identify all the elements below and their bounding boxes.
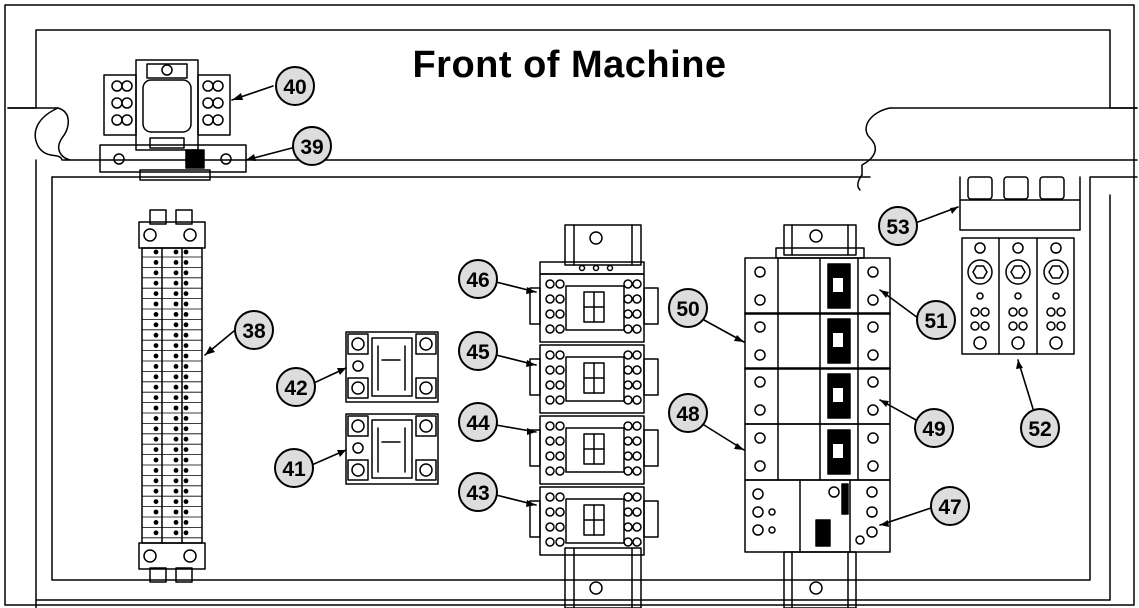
breaker-51 [744,257,891,315]
contactor-stack [529,273,659,556]
callout-label-43: 43 [466,482,489,505]
breaker-49 [744,367,891,425]
callout-51: 51 [916,300,956,340]
callout-label-44: 44 [466,412,490,435]
callout-44: 44 [458,402,498,442]
mounting-bracket-39 [99,144,247,181]
callouts: 40 39 38 42 41 46 45 44 43 50 48 51 49 4… [234,66,1060,526]
callout-label-49: 49 [922,418,945,441]
breaker-50 [744,312,891,370]
distribution-block-52 [961,237,1075,355]
disconnect-switch-40 [103,59,231,151]
callout-label-47: 47 [938,496,961,519]
breaker-aux-module-47 [744,479,891,553]
callout-42: 42 [276,367,316,407]
callout-47: 47 [930,486,970,526]
callout-49: 49 [914,408,954,448]
relay-42 [345,331,439,403]
callout-45: 45 [458,331,498,371]
breaker-48 [744,423,891,481]
callout-label-48: 48 [676,403,700,426]
callout-38: 38 [234,310,274,350]
callout-39: 39 [292,126,332,166]
callout-label-42: 42 [284,377,307,400]
callout-label-46: 46 [466,269,489,292]
callout-label-51: 51 [924,310,948,333]
callout-40: 40 [275,66,315,106]
callout-label-38: 38 [242,320,266,343]
callout-52: 52 [1020,408,1060,448]
callout-41: 41 [274,448,314,488]
contactor-46 [529,273,659,343]
callout-label-45: 45 [466,341,490,364]
breaker-stack [744,257,891,481]
callout-53: 53 [878,206,918,246]
callout-46: 46 [458,259,498,299]
leader-arrowheads [205,93,1023,527]
callout-label-39: 39 [300,136,323,159]
callout-label-40: 40 [283,76,306,99]
enclosure-outline [4,4,1138,608]
callout-label-41: 41 [282,458,306,481]
fuse-holder-53 [959,176,1081,231]
contactor-44 [529,415,659,485]
relay-41 [345,413,439,485]
callout-43: 43 [458,472,498,512]
contactor-43 [529,486,659,556]
callout-label-52: 52 [1028,418,1051,441]
callout-label-53: 53 [886,216,909,239]
terminal-rows [141,249,203,539]
callout-48: 48 [668,393,708,433]
callout-50: 50 [668,288,708,328]
terminal-strip-38 [138,209,206,583]
callout-label-50: 50 [676,298,699,321]
diagram-title: Front of Machine [412,44,727,86]
contactor-45 [529,344,659,414]
